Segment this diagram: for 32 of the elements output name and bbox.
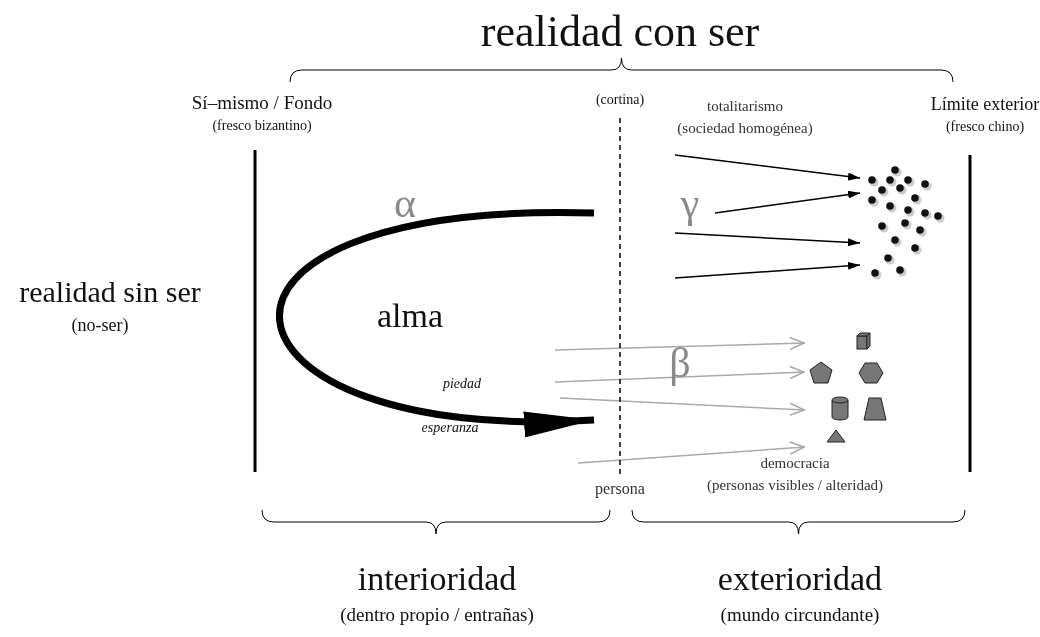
arrow (276, 209, 595, 434)
side-heading: realidad sin ser (19, 275, 201, 308)
arrow (554, 336, 806, 351)
section-heading: interioridad (357, 560, 517, 598)
subheading: (dentro propio / entrañas) (340, 605, 534, 626)
node-label: persona (595, 480, 645, 498)
title: realidad con ser (480, 8, 760, 57)
curtain-label: (cortina) (595, 92, 645, 108)
arrow (577, 441, 806, 464)
subheading: (no-ser) (71, 316, 129, 336)
node-label: (sociedad homogénea) (677, 120, 813, 137)
greek-letter: γ (680, 180, 700, 227)
subheading: (fresco chino) (945, 119, 1025, 135)
arrow (674, 232, 861, 247)
subheading: (mundo circundante) (720, 605, 880, 626)
arrow (714, 190, 861, 214)
greek-letter: β (669, 340, 691, 387)
subheading: (fresco bizantino) (212, 118, 312, 134)
heading: Límite exterior (930, 95, 1040, 115)
node-label: democracia (760, 455, 830, 472)
italic-word: esperanza (421, 420, 479, 436)
heading: Sí–mismo / Fondo (191, 93, 333, 114)
center-word: alma (376, 297, 444, 335)
italic-word: piedad (442, 376, 482, 392)
section-heading: exterioridad (717, 560, 883, 598)
node-label: (personas visibles / alteridad) (706, 477, 884, 494)
arrow (559, 397, 806, 417)
arrow (554, 365, 806, 383)
node-label: totalitarismo (707, 98, 783, 115)
greek-letter: α (394, 180, 416, 227)
arrow (674, 154, 861, 181)
arrow (674, 261, 861, 279)
